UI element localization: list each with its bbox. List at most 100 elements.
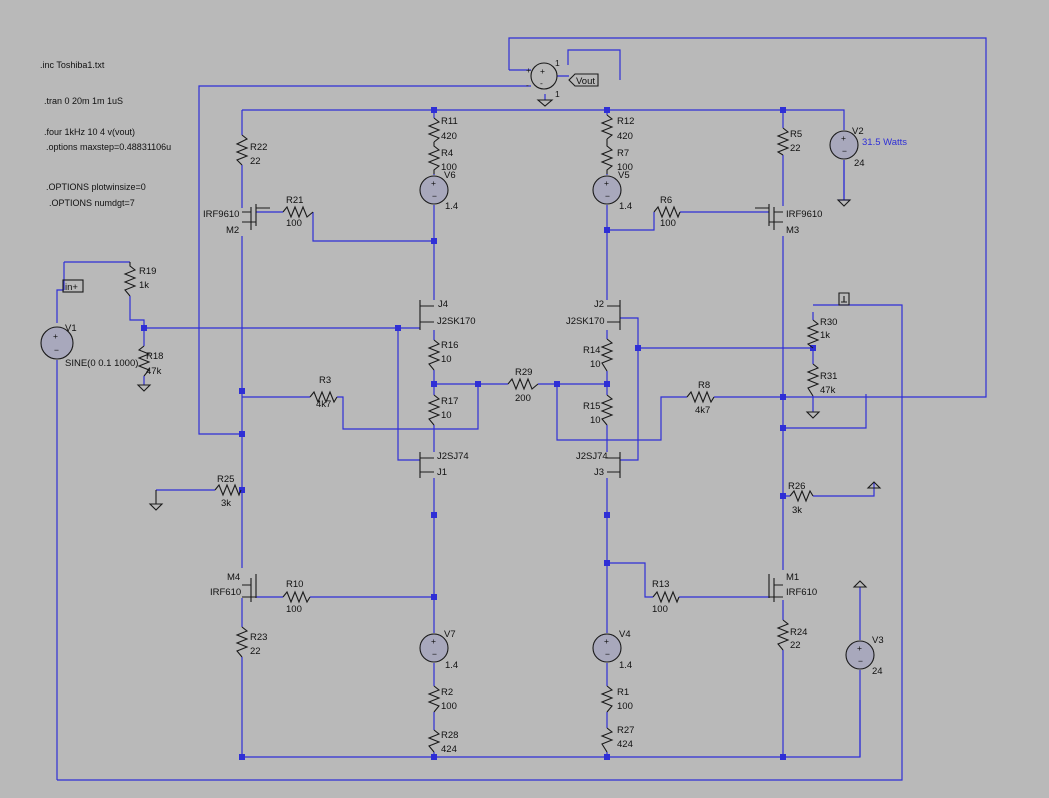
svg-text:+: +: [604, 636, 609, 646]
ground-icon-r25: [148, 490, 164, 511]
svg-text:V7: V7: [444, 629, 456, 640]
svg-text:M4: M4: [227, 572, 240, 583]
svg-text:R1: R1: [617, 687, 629, 698]
svg-text:+: +: [53, 331, 58, 341]
jfet-j2: J2 J2SK170: [566, 299, 621, 330]
svg-text:V3: V3: [872, 635, 884, 646]
svg-text:R17: R17: [441, 396, 458, 407]
mosfet-m3: IRF9610 M3: [755, 204, 822, 236]
resistor-r23: R23 22: [235, 626, 267, 658]
svg-text:R6: R6: [660, 195, 672, 206]
jfets[interactable]: J4 J2SK170 J2 J2SK170 J2SJ74 J1 J2SJ74 J…: [419, 299, 621, 478]
in-plus-net-label[interactable]: in+: [62, 279, 84, 293]
svg-text:4k7: 4k7: [316, 399, 331, 410]
svg-text:10: 10: [441, 410, 452, 421]
svg-text:J2: J2: [594, 299, 604, 310]
svg-text:J2SK170: J2SK170: [437, 316, 476, 327]
resistor-r12: R12 420: [600, 114, 634, 142]
svg-text:−: −: [858, 656, 863, 666]
svg-text:100: 100: [441, 701, 457, 712]
opamp-plus-sign: +: [540, 66, 545, 76]
svg-text:R12: R12: [617, 116, 634, 127]
vout-label[interactable]: Vout: [576, 76, 595, 87]
svg-text:R23: R23: [250, 632, 267, 643]
svg-text:IRF610: IRF610: [786, 587, 817, 598]
svg-text:47k: 47k: [146, 366, 162, 377]
svg-text:47k: 47k: [820, 385, 836, 396]
directive-include[interactable]: .inc Toshiba1.txt: [40, 60, 105, 70]
svg-text:IRF610: IRF610: [210, 587, 241, 598]
svg-text:420: 420: [617, 131, 633, 142]
resistors[interactable]: R11 420 R4 100 R12 420 R7 100 R22 22: [123, 114, 837, 755]
directive-maxstep[interactable]: .options maxstep=0.48831106u: [46, 142, 171, 152]
svg-text:J2SJ74: J2SJ74: [437, 451, 469, 462]
svg-text:R22: R22: [250, 142, 267, 153]
source-v2: +− V2 31.5 Watts 24: [829, 126, 907, 169]
jfet-j1: J2SJ74 J1: [419, 451, 469, 478]
svg-text:V5: V5: [618, 170, 630, 181]
source-v1: + − V1 SINE(0 0.1 1000): [40, 323, 138, 369]
svg-text:−: −: [605, 191, 610, 201]
mosfets[interactable]: IRF9610 M2 IRF9610 M3 M4 IRF610 M1 IRF61…: [203, 204, 822, 602]
svg-text:10: 10: [590, 359, 601, 370]
svg-text:V1: V1: [65, 323, 77, 334]
directive-plotwinsize[interactable]: .OPTIONS plotwinsize=0: [46, 182, 146, 192]
svg-text:1k: 1k: [139, 280, 149, 291]
svg-text:−: −: [842, 146, 847, 156]
svg-text:1.4: 1.4: [619, 201, 632, 212]
svg-text:V4: V4: [619, 629, 631, 640]
svg-text:J3: J3: [594, 467, 604, 478]
ground-icon-v2: [836, 199, 852, 207]
svg-text:R31: R31: [820, 371, 837, 382]
resistor-r28: R28 424: [427, 729, 458, 755]
resistor-r27: R27 424: [600, 725, 634, 753]
ground-icon-r31: [805, 411, 821, 419]
source-v4: +− V4 1.4: [592, 629, 632, 671]
svg-text:J2SK170: J2SK170: [566, 316, 605, 327]
svg-text:R16: R16: [441, 340, 458, 351]
resistor-r1: R1 100: [600, 685, 633, 713]
svg-text:R30: R30: [820, 317, 837, 328]
resistor-r7: R7 100: [600, 139, 633, 174]
svg-text:420: 420: [441, 131, 457, 142]
opamp-minus-sign: -: [540, 78, 543, 88]
supply-icon-r26: [866, 481, 882, 489]
opamp-pin-bottom: 1: [555, 89, 560, 99]
svg-text:R28: R28: [441, 730, 458, 741]
resistor-r14: R14 10: [583, 338, 614, 372]
svg-text:M2: M2: [226, 225, 239, 236]
mosfet-m4: M4 IRF610: [210, 572, 257, 602]
source-v3: +− V3 24: [845, 635, 884, 677]
opamp-buffer[interactable]: + - + - 1 1: [526, 58, 560, 107]
in-plus-label[interactable]: in+: [65, 282, 78, 293]
voltage-sources[interactable]: +− V6 1.4 +− V5 1.4 +− V2 31.5 Watts 24 …: [40, 126, 907, 677]
svg-text:R29: R29: [515, 367, 532, 378]
jfet-j3: J2SJ74 J3: [576, 451, 621, 478]
svg-text:R3: R3: [319, 375, 331, 386]
directive-numdgt[interactable]: .OPTIONS numdgt=7: [49, 198, 135, 208]
vout-net-label[interactable]: Vout: [568, 73, 599, 87]
opamp-minus-pin: -: [526, 80, 529, 90]
opamp-symbol: [530, 62, 558, 90]
svg-text:24: 24: [854, 158, 865, 169]
svg-text:J4: J4: [438, 299, 448, 310]
resistor-r18: R18 47k: [137, 345, 163, 377]
svg-text:SINE(0 0.1 1000): SINE(0 0.1 1000): [65, 358, 138, 369]
mosfet-m2: IRF9610 M2: [203, 204, 270, 236]
svg-text:−: −: [54, 345, 59, 355]
svg-text:R19: R19: [139, 266, 156, 277]
svg-text:1.4: 1.4: [445, 660, 458, 671]
svg-text:R21: R21: [286, 195, 303, 206]
svg-text:100: 100: [286, 218, 302, 229]
junction-dots: [141, 107, 816, 760]
svg-text:1.4: 1.4: [619, 660, 632, 671]
source-v5: +− V5 1.4: [592, 170, 632, 212]
directive-tran[interactable]: .tran 0 20m 1m 1uS: [44, 96, 123, 106]
svg-text:R13: R13: [652, 579, 669, 590]
directive-four[interactable]: .four 1kHz 10 4 v(vout): [44, 127, 135, 137]
resistor-r21: R21 100: [282, 195, 314, 229]
opamp-pin-top: 1: [555, 58, 560, 68]
svg-text:R2: R2: [441, 687, 453, 698]
